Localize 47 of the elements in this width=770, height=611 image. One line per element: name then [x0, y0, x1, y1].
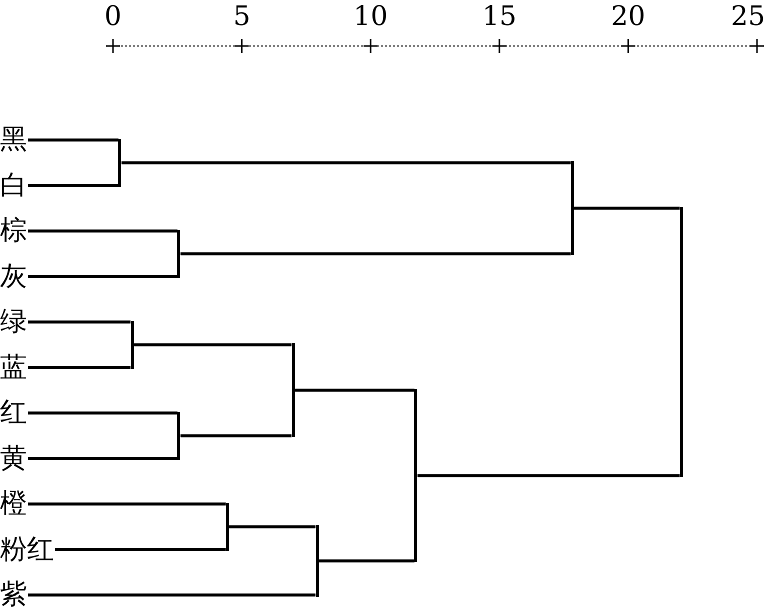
leaf-label: 黑 [0, 125, 27, 155]
dendrogram-link [417, 474, 680, 478]
dendrogram-link [28, 138, 118, 142]
dendrogram-link [28, 275, 178, 278]
merge-line [177, 230, 180, 278]
dendrogram-link [294, 388, 414, 392]
merge-line [130, 320, 134, 369]
merge-line [177, 412, 180, 460]
dendrogram-link [574, 206, 680, 210]
dendrogram-link [318, 559, 414, 562]
axis-tick-label: 20 [610, 2, 646, 32]
leaf-label: 蓝 [0, 352, 27, 382]
merge-line [118, 138, 122, 187]
dendrogram-link [28, 230, 178, 232]
axis-tick-label: 0 [103, 2, 123, 32]
leaf-label: 白 [0, 170, 27, 200]
dendrogram-link [28, 502, 226, 506]
dendrogram-link [28, 366, 131, 369]
axis-tick-label: 15 [481, 2, 518, 32]
axis-tick-label: 5 [232, 2, 252, 32]
dendrogram-link [28, 412, 178, 414]
dendrogram-link [28, 457, 178, 460]
leaf-label: 红 [0, 398, 27, 428]
dendrogram-link [180, 252, 571, 256]
merge-line [292, 343, 295, 438]
dendrogram-link [121, 161, 571, 164]
dendrogram-link [228, 525, 316, 528]
dendrogram-link [180, 434, 292, 438]
merge-line [414, 388, 418, 562]
merge-line [680, 206, 683, 478]
dendrogram-link [55, 548, 226, 551]
merge-line [316, 525, 319, 596]
leaf-label: 黄 [0, 444, 27, 474]
axis-tick-label: 25 [730, 2, 766, 32]
leaf-label: 粉红 [0, 534, 54, 564]
merge-line [226, 502, 229, 551]
leaf-label: 棕 [0, 216, 27, 246]
axis-tick-label: 10 [352, 2, 389, 32]
dendrogram-link [28, 184, 118, 187]
dendrogram-link [134, 343, 292, 346]
merge-line [570, 161, 574, 256]
leaf-label: 灰 [0, 262, 27, 292]
leaf-label: 绿 [0, 307, 27, 337]
dendrogram-link [28, 320, 131, 324]
leaf-label: 橙 [0, 489, 27, 519]
leaf-label: 紫 [0, 580, 27, 610]
dendrogram-link [28, 594, 316, 596]
